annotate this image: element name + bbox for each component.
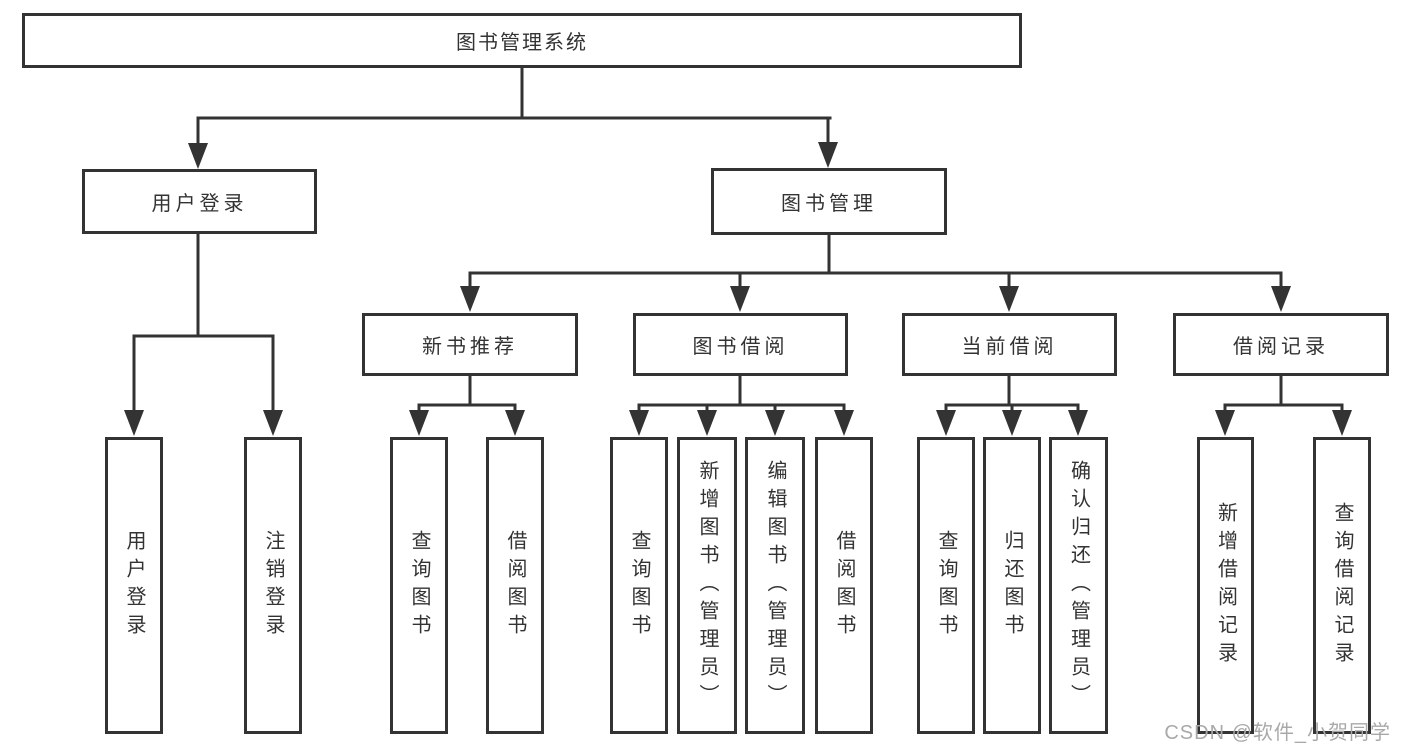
node-book-management-system: 图书管理系统 [22, 13, 1022, 68]
leaf-query-books-2: 查询图书 [610, 437, 668, 734]
arrow-down-icon [834, 410, 854, 436]
leaf-label: 用户登录 [123, 529, 145, 642]
arrow-down-icon [765, 410, 785, 436]
leaf-label: 借阅图书 [833, 529, 855, 642]
arrow-down-icon [460, 286, 480, 312]
arrow-down-icon [124, 410, 144, 436]
leaf-label: 注销登录 [262, 529, 284, 642]
arrow-down-icon [505, 410, 525, 436]
connector-new-book-branch [409, 376, 525, 436]
leaf-add-borrow-record: 新增借阅记录 [1197, 437, 1254, 734]
node-label: 图书管理系统 [456, 32, 588, 54]
connector-user-login-branch [124, 234, 283, 436]
node-user-login: 用户登录 [82, 169, 317, 234]
node-label: 图书借阅 [692, 336, 789, 358]
node-current-borrowing: 当前借阅 [902, 313, 1117, 376]
leaf-label: 确认归还（管理员） [1067, 459, 1090, 712]
arrow-down-icon [697, 410, 717, 436]
leaf-borrow-books-1: 借阅图书 [486, 437, 544, 734]
leaf-label: 查询图书 [408, 529, 430, 642]
leaf-label: 查询图书 [935, 529, 957, 642]
arrow-down-icon [999, 286, 1019, 312]
leaf-label: 新增借阅记录 [1214, 501, 1237, 670]
leaf-label: 归还图书 [1001, 529, 1023, 642]
connector-book-mgmt-to-level3 [460, 235, 1291, 312]
leaf-label: 借阅图书 [504, 529, 526, 642]
leaf-query-borrow-record: 查询借阅记录 [1313, 437, 1371, 734]
connector-root-to-level2 [188, 68, 838, 169]
leaf-query-books-3: 查询图书 [917, 437, 975, 734]
leaf-label: 查询借阅记录 [1331, 501, 1353, 670]
leaf-edit-books-admin: 编辑图书（管理员） [745, 437, 805, 734]
leaf-add-books-admin: 新增图书（管理员） [677, 437, 737, 734]
leaf-user-login: 用户登录 [105, 437, 163, 734]
arrow-down-icon [818, 142, 838, 168]
leaf-logout: 注销登录 [244, 437, 302, 734]
watermark-text: CSDN @软件_小贺同学 [1164, 722, 1391, 744]
leaf-confirm-return-admin: 确认归还（管理员） [1049, 437, 1108, 734]
arrow-down-icon [1271, 286, 1291, 312]
node-new-book-recommendation: 新书推荐 [362, 313, 578, 376]
leaf-label: 新增图书（管理员） [696, 459, 718, 712]
arrow-down-icon [730, 286, 750, 312]
arrow-down-icon [1215, 410, 1235, 436]
arrow-down-icon [936, 410, 956, 436]
node-label: 借阅记录 [1233, 336, 1329, 358]
node-label: 当前借阅 [961, 336, 1058, 358]
leaf-return-books: 归还图书 [983, 437, 1041, 734]
connector-current-borrow-branch [936, 376, 1088, 436]
connector-book-borrow-branch [629, 376, 854, 436]
node-book-borrowing: 图书借阅 [633, 313, 848, 376]
leaf-borrow-books-2: 借阅图书 [815, 437, 873, 734]
arrow-down-icon [629, 410, 649, 436]
arrow-down-icon [1068, 410, 1088, 436]
node-book-management: 图书管理 [711, 168, 947, 235]
node-label: 用户登录 [151, 193, 248, 215]
node-label: 新书推荐 [422, 336, 518, 358]
arrow-down-icon [1002, 410, 1022, 436]
arrow-down-icon [1332, 410, 1352, 436]
leaf-label: 编辑图书（管理员） [764, 459, 786, 712]
leaf-query-books-1: 查询图书 [390, 437, 448, 734]
arrow-down-icon [188, 143, 208, 169]
leaf-label: 查询图书 [628, 529, 650, 642]
connector-borrow-record-branch [1215, 376, 1352, 436]
arrow-down-icon [263, 410, 283, 436]
node-borrowing-records: 借阅记录 [1173, 313, 1389, 376]
arrow-down-icon [409, 410, 429, 436]
node-label: 图书管理 [781, 193, 877, 215]
